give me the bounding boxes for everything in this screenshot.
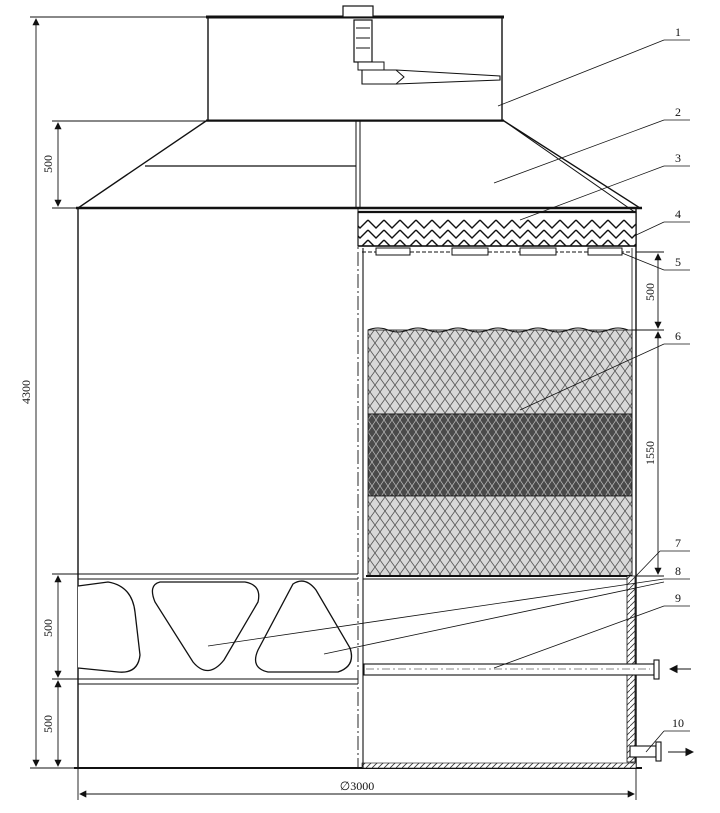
dim-fill-height: 1550 [643, 441, 657, 465]
spray-nozzle [451, 247, 489, 256]
callout-1: 1 [675, 25, 681, 39]
cone-hood [75, 120, 643, 214]
water-outlet-pipe [629, 745, 657, 758]
fan-housing [206, 5, 504, 123]
callout-7: 7 [675, 536, 681, 550]
spray-system [362, 247, 630, 256]
fill-media [366, 327, 633, 577]
dim-total-height: 4300 [19, 380, 33, 404]
motor-cap [342, 5, 374, 18]
callout-10: 10 [672, 716, 684, 730]
dim-basin-height: 500 [41, 715, 55, 733]
dimensions [30, 16, 664, 800]
tower-shell [74, 208, 642, 769]
spray-nozzle [375, 247, 411, 256]
spray-nozzle [519, 247, 557, 256]
callout-labels: 1 2 3 4 5 6 7 8 9 10 [672, 25, 684, 730]
leaders [207, 39, 690, 753]
water-inlet-pipe [363, 663, 655, 676]
callout-4: 4 [675, 207, 681, 221]
piping [363, 575, 695, 763]
callout-2: 2 [675, 105, 681, 119]
callout-8: 8 [675, 564, 681, 578]
motor-body [353, 19, 373, 63]
dim-diameter: ∅3000 [340, 779, 374, 793]
dim-top-gap: 500 [643, 283, 657, 301]
spray-nozzle [587, 247, 623, 256]
callout-3: 3 [675, 151, 681, 165]
dimension-labels: 4300 500 500 500 500 1550 ∅3000 [19, 155, 657, 793]
callout-6: 6 [675, 329, 681, 343]
drift-eliminator [357, 210, 637, 247]
air-inlet-center [151, 581, 260, 672]
air-inlets [77, 580, 353, 673]
callout-9: 9 [675, 591, 681, 605]
dim-inlet-height: 500 [41, 619, 55, 637]
dim-cone-height: 500 [41, 155, 55, 173]
air-inlet-left [77, 581, 141, 673]
air-inlet-right [254, 580, 353, 673]
callout-5: 5 [675, 255, 681, 269]
